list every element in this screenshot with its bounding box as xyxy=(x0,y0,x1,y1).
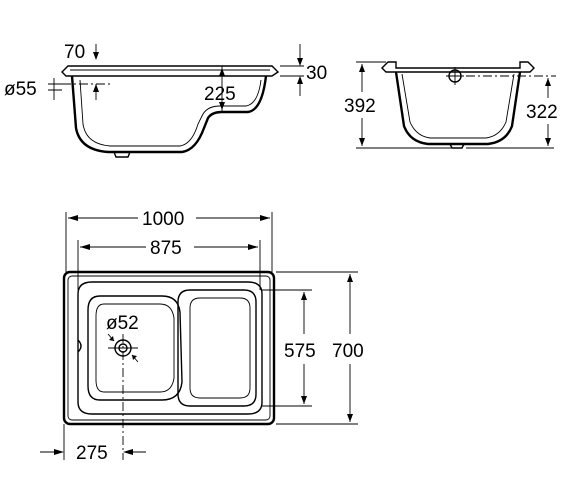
plan-view: 1000 875 ø52 575 xyxy=(40,209,364,464)
side-body-outline xyxy=(70,75,268,154)
plan-overflow-notch xyxy=(77,339,82,353)
end-dim-392-label: 392 xyxy=(344,96,376,117)
plan-basin-outline xyxy=(77,281,263,415)
plan-dim875-left-arrow xyxy=(80,244,90,250)
side-dim70-lower-arrow xyxy=(93,84,99,92)
plan-dim700-top-arrow xyxy=(347,274,353,282)
plan-drain-arrow-a xyxy=(109,336,114,341)
plan-dim-700-label: 700 xyxy=(332,341,364,362)
end-dim-322-label: 322 xyxy=(526,102,558,123)
side-dim225-bottom-arrow xyxy=(219,102,225,110)
plan-dim875-right-arrow xyxy=(248,244,258,250)
plan-dim700-extension xyxy=(276,271,358,425)
end-overflow-cross xyxy=(446,67,464,85)
side-dim30-lower-arrow xyxy=(297,76,303,84)
side-dim55-extension xyxy=(48,83,62,91)
end-dim322-top-arrow xyxy=(545,78,551,86)
plan-dim575-bottom-arrow xyxy=(301,396,307,404)
plan-dim-875-label: 875 xyxy=(150,238,182,259)
end-dim322-bottom-arrow xyxy=(545,138,551,146)
plan-seat-inner xyxy=(189,297,251,399)
end-dim392-bottom-arrow xyxy=(359,138,365,146)
side-body-inner xyxy=(79,79,262,147)
plan-dim275-left-arrow xyxy=(54,449,64,455)
plan-dim-52-label: ø52 xyxy=(106,313,139,334)
plan-drain-arrow-b xyxy=(132,355,137,360)
side-dim30-upper-arrow xyxy=(297,58,303,66)
plan-footwell-inner xyxy=(95,303,175,393)
end-body-inner xyxy=(401,73,515,139)
plan-dim275-right-arrow xyxy=(123,449,133,455)
plan-dim-575-label: 575 xyxy=(284,341,316,362)
side-dim70-arrow xyxy=(93,52,99,60)
side-drain-foot xyxy=(113,151,131,158)
side-dim-70-label: 70 xyxy=(64,42,85,63)
side-dim-225-label: 225 xyxy=(204,84,236,105)
plan-dim700-bottom-arrow xyxy=(347,414,353,422)
side-dim30-extension xyxy=(280,65,304,77)
side-dim-30-label: 30 xyxy=(306,63,327,84)
end-drain-foot xyxy=(449,143,465,149)
plan-dim1000-right-arrow xyxy=(260,215,270,221)
plan-dim875-extension xyxy=(77,240,261,290)
side-dim-55-label: ø55 xyxy=(4,79,37,100)
plan-outer-rim-inner xyxy=(67,275,271,421)
plan-outer-rim xyxy=(62,270,276,426)
plan-dim575-top-arrow xyxy=(301,292,307,300)
side-dim225-top-arrow xyxy=(219,68,225,76)
plan-footwell-outer xyxy=(87,295,183,401)
end-view: 392 322 xyxy=(344,61,558,149)
plan-dim575-extension xyxy=(262,289,312,407)
side-view: 70 ø55 225 30 xyxy=(4,42,327,158)
side-rim xyxy=(61,65,280,77)
end-body-outline xyxy=(394,71,522,146)
plan-dim-275-label: 275 xyxy=(76,443,108,464)
end-rim xyxy=(381,61,535,73)
plan-dim1000-extension xyxy=(65,212,273,272)
end-dim392-extension xyxy=(356,61,452,149)
end-dim392-top-arrow xyxy=(359,64,365,72)
plan-seat-outer xyxy=(177,289,257,407)
plan-dim1000-left-arrow xyxy=(68,215,78,221)
plan-dim-1000-label: 1000 xyxy=(142,209,184,230)
